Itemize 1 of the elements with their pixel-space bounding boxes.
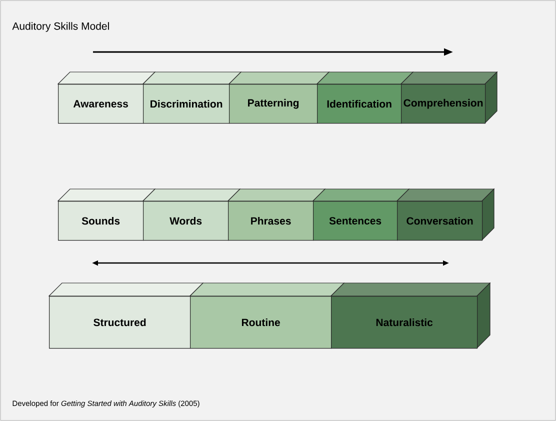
title: Auditory Skills Model [12,22,109,32]
